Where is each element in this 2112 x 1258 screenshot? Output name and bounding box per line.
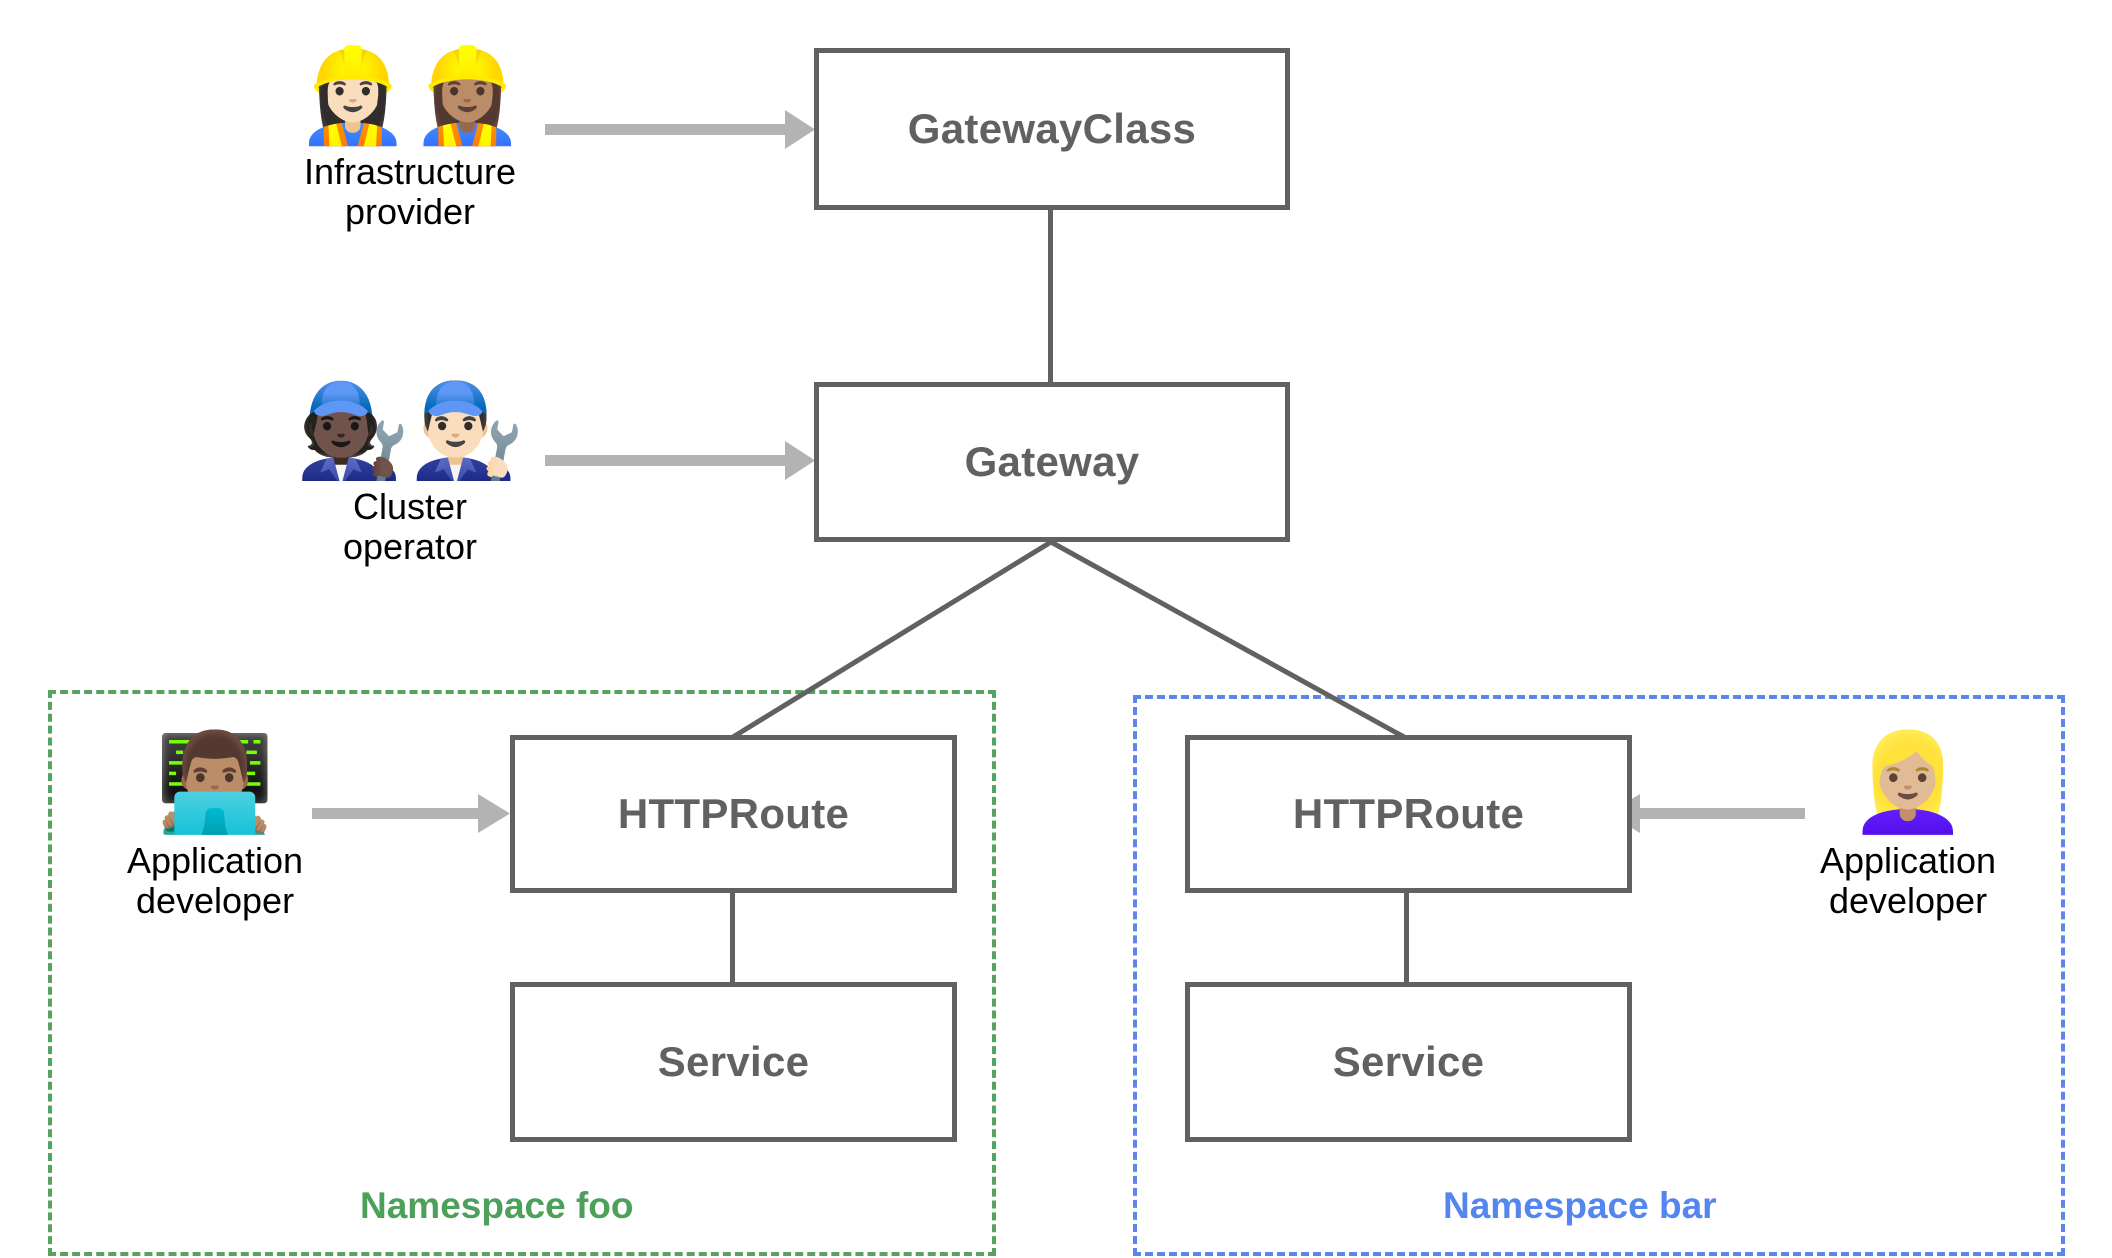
persona-caption-application-developer-bar: Application developer: [1819, 840, 1997, 922]
resource-box-service-bar[interactable]: Service: [1185, 982, 1632, 1142]
technologist-man-medium-icon: 👨🏽‍💻: [155, 729, 275, 836]
technologist-woman-blond-icon: 👱🏼‍♀️: [1848, 729, 1968, 836]
mechanic-man-light-icon: 👨🏻‍🔧: [410, 380, 525, 482]
arrow-infraprovider-gatewayclass: [545, 110, 815, 149]
persona-emojis-application-developer-foo: 👨🏽‍💻: [155, 735, 275, 831]
persona-cluster-operator: 🧑🏿‍🔧 👨🏻‍🔧 Cluster operator: [265, 385, 555, 568]
resource-label-httproute-bar: HTTPRoute: [1292, 790, 1525, 837]
persona-emojis-infrastructure-provider: 👷🏻‍♀️ 👷🏽‍♀️: [295, 50, 524, 142]
namespace-label-bar: Namespace bar: [1443, 1185, 1717, 1226]
resource-box-service-foo[interactable]: Service: [510, 982, 957, 1142]
arrow-clusteroperator-gateway: [545, 441, 815, 480]
connector-gatewayclass-gateway: [1048, 208, 1053, 384]
resource-box-gateway[interactable]: Gateway: [814, 382, 1290, 542]
persona-application-developer-foo: 👨🏽‍💻 Application developer: [100, 735, 330, 922]
resource-label-gateway: Gateway: [964, 438, 1140, 485]
persona-caption-application-developer-foo: Application developer: [126, 840, 304, 922]
resource-label-httproute-foo: HTTPRoute: [617, 790, 850, 837]
persona-emojis-cluster-operator: 🧑🏿‍🔧 👨🏻‍🔧: [295, 385, 524, 477]
persona-caption-infrastructure-provider: Infrastructure provider: [303, 151, 517, 233]
resource-label-gatewayclass: GatewayClass: [907, 105, 1197, 152]
connector-httproute-service-bar: [1404, 890, 1409, 984]
persona-caption-cluster-operator: Cluster operator: [342, 486, 478, 568]
connector-httproute-service-foo: [730, 890, 735, 984]
resource-label-service-bar: Service: [1332, 1038, 1485, 1085]
persona-infrastructure-provider: 👷🏻‍♀️ 👷🏽‍♀️ Infrastructure provider: [265, 50, 555, 233]
resource-label-service-foo: Service: [657, 1038, 810, 1085]
construction-worker-woman-medium-icon: 👷🏽‍♀️: [410, 45, 525, 147]
resource-box-gatewayclass[interactable]: GatewayClass: [814, 48, 1290, 210]
resource-box-httproute-foo[interactable]: HTTPRoute: [510, 735, 957, 893]
persona-emojis-application-developer-bar: 👱🏼‍♀️: [1848, 735, 1968, 831]
namespace-container-bar: [1133, 695, 2065, 1256]
persona-application-developer-bar: 👱🏼‍♀️ Application developer: [1793, 735, 2023, 922]
namespace-container-foo: [48, 690, 996, 1256]
namespace-label-foo: Namespace foo: [360, 1185, 634, 1226]
construction-worker-woman-light-icon: 👷🏻‍♀️: [295, 45, 410, 147]
resource-box-httproute-bar[interactable]: HTTPRoute: [1185, 735, 1632, 893]
mechanic-dark-icon: 🧑🏿‍🔧: [295, 380, 410, 482]
